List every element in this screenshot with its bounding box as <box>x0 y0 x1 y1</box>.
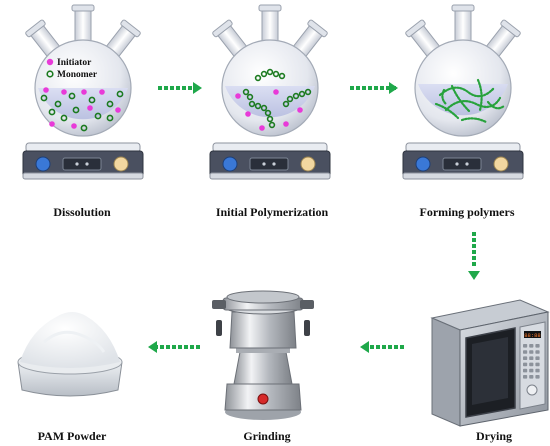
label-grinding: Grinding <box>243 429 290 443</box>
microwave-oven-icon: 88:88 <box>430 299 550 427</box>
monomer-ring <box>40 94 48 102</box>
initiator-dot <box>273 89 279 95</box>
initiator-dot <box>235 93 241 99</box>
grinder-icon <box>212 290 314 420</box>
label-forming-polymers: Forming polymers <box>420 205 515 219</box>
monomer-ring <box>72 106 80 114</box>
monomer-ring <box>246 93 254 101</box>
monomer-ring <box>278 72 286 80</box>
oven-button <box>535 362 540 367</box>
oven-button <box>535 350 540 354</box>
initiator-legend-dot <box>46 58 54 66</box>
monomer-ring <box>304 88 312 96</box>
grinder-power-button <box>257 393 269 405</box>
monomer-ring <box>94 112 102 120</box>
flask-dissolution <box>24 4 142 137</box>
dotted-arrow-icon <box>360 341 404 353</box>
liquid-dissolution <box>38 88 128 120</box>
oven-button <box>523 350 528 354</box>
monomer-ring <box>68 92 76 100</box>
monomer-ring <box>80 124 88 132</box>
initiator-dot <box>71 123 77 129</box>
label-pam-powder: PAM Powder <box>38 429 107 443</box>
oven-button <box>535 356 540 360</box>
monomer-ring <box>254 74 262 82</box>
polymer-network <box>434 78 506 124</box>
oven-button <box>529 350 534 354</box>
monomer-ring <box>106 100 114 108</box>
monomer-ring <box>116 90 124 98</box>
monomer-ring <box>282 100 290 108</box>
monomer-ring <box>48 108 56 116</box>
monomer-ring <box>292 92 300 100</box>
initiator-dot <box>283 121 289 127</box>
monomer-ring <box>54 100 62 108</box>
initiator-dot <box>43 87 49 93</box>
powder-bowl-icon <box>17 312 123 397</box>
initiator-dot <box>81 89 87 95</box>
oven-button <box>529 368 534 373</box>
label-dissolution: Dissolution <box>53 205 111 219</box>
monomer-ring <box>266 68 274 76</box>
oven-button <box>523 375 528 379</box>
monomer-ring <box>88 96 96 104</box>
monomer-ring <box>286 95 294 103</box>
oven-display: 88:88 <box>524 332 541 339</box>
oven-button <box>535 344 540 348</box>
initiator-dot <box>61 89 67 95</box>
monomer-ring <box>298 90 306 98</box>
process-arrows <box>148 82 480 353</box>
initiator-dot <box>49 121 55 127</box>
oven-button <box>529 344 534 348</box>
dotted-arrow-icon <box>350 82 398 94</box>
monomer-ring <box>106 114 114 122</box>
initiator-dot <box>87 105 93 111</box>
oven-button <box>523 368 528 373</box>
particles-dissolution <box>40 87 124 132</box>
flask-forming-polymers <box>404 4 522 137</box>
oven-button <box>529 362 534 367</box>
dotted-arrow-icon <box>148 341 200 353</box>
monomer-legend-ring <box>46 70 54 78</box>
oven-button <box>523 362 528 367</box>
oven-knob <box>526 384 538 396</box>
label-drying: Drying <box>476 429 512 443</box>
initiator-legend-label: Initiator <box>57 58 92 68</box>
oven-button <box>529 356 534 360</box>
monomer-ring <box>248 100 256 108</box>
oven-control-buttons <box>523 344 540 379</box>
initiator-dot <box>259 125 265 131</box>
monomer-ring <box>254 102 262 110</box>
monomer-ring <box>242 88 250 96</box>
initiator-dot <box>297 107 303 113</box>
oven-button <box>535 368 540 373</box>
monomer-ring <box>266 115 274 123</box>
monomer-legend-label: Monomer <box>57 70 98 80</box>
oven-button <box>523 344 528 348</box>
monomer-ring <box>60 114 68 122</box>
oven-button <box>523 356 528 360</box>
initiator-dot <box>115 107 121 113</box>
monomer-ring <box>260 104 268 112</box>
oven-button <box>535 375 540 379</box>
flask-initial-polymerization <box>211 4 329 137</box>
dotted-arrow-icon <box>468 232 480 280</box>
dotted-arrow-icon <box>158 82 202 94</box>
particles-initial-polymerization <box>235 68 312 131</box>
monomer-ring <box>272 70 280 78</box>
label-initial-polymerization: Initial Polymerization <box>216 205 329 219</box>
magnetic-stirrer-icon <box>402 142 524 180</box>
monomer-ring <box>264 109 272 117</box>
magnetic-stirrer-icon <box>22 142 144 180</box>
initiator-dot <box>99 89 105 95</box>
monomer-ring <box>268 121 276 129</box>
monomer-ring <box>260 70 268 78</box>
magnetic-stirrer-icon <box>209 142 331 180</box>
initiator-dot <box>245 111 251 117</box>
oven-button <box>529 375 534 379</box>
